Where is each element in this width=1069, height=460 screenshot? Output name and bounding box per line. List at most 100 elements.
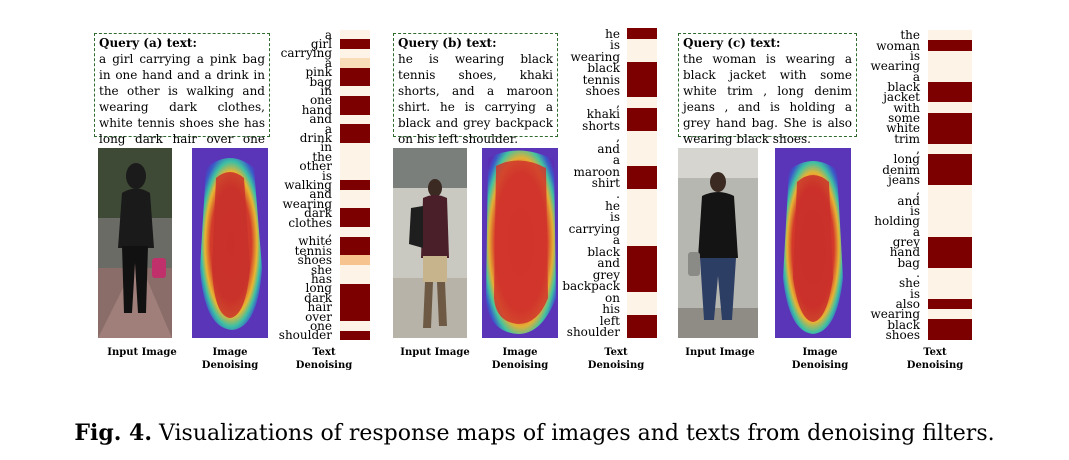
response-cell bbox=[340, 208, 370, 219]
response-cell bbox=[627, 154, 657, 167]
token-label: on bbox=[605, 290, 620, 305]
token-label: a bbox=[324, 55, 332, 70]
token-label: . bbox=[616, 187, 620, 202]
response-cell bbox=[928, 226, 972, 238]
response-cell bbox=[627, 131, 657, 144]
response-cell bbox=[340, 67, 370, 78]
query-title-a: Query (a) text: bbox=[99, 36, 197, 50]
response-cell bbox=[627, 292, 657, 305]
response-cell bbox=[928, 40, 972, 52]
token-label: is bbox=[610, 38, 620, 53]
response-cell bbox=[627, 303, 657, 316]
response-cell bbox=[340, 311, 370, 322]
token-label: and bbox=[897, 193, 920, 208]
token-label: dark bbox=[304, 206, 332, 221]
response-cell bbox=[340, 189, 370, 200]
token-label: , bbox=[916, 183, 920, 198]
response-cell bbox=[928, 309, 972, 320]
response-cell bbox=[627, 326, 657, 339]
token-label: shirt bbox=[591, 176, 620, 190]
token-label: wearing bbox=[870, 307, 920, 322]
token-label: one bbox=[309, 93, 332, 108]
token-label: khaki bbox=[586, 107, 620, 122]
token-label: pink bbox=[305, 65, 332, 80]
response-cell bbox=[340, 236, 370, 247]
token-label: and bbox=[597, 256, 620, 271]
response-cell bbox=[340, 170, 370, 181]
token-label: a bbox=[912, 69, 920, 84]
query-text-b: he is wearing black tennis shoes, khaki … bbox=[398, 52, 553, 146]
response-cell bbox=[340, 39, 370, 50]
response-cell bbox=[928, 174, 972, 186]
token-label: a bbox=[612, 153, 620, 168]
response-cell bbox=[340, 161, 370, 172]
label-image-denoising-a: Image Denoising bbox=[201, 347, 259, 371]
response-cell bbox=[928, 61, 972, 72]
response-cell bbox=[340, 217, 370, 228]
token-label: in bbox=[320, 84, 332, 99]
token-label: with bbox=[893, 100, 920, 115]
token-label: black bbox=[587, 244, 620, 259]
response-cell bbox=[928, 123, 972, 134]
token-label: maroon bbox=[573, 164, 620, 179]
token-label: long bbox=[893, 152, 920, 167]
figure-caption-text: Visualizations of response maps of image… bbox=[152, 421, 995, 446]
response-cell bbox=[340, 86, 370, 97]
token-label: she bbox=[311, 262, 332, 277]
response-cell bbox=[627, 28, 657, 40]
response-cell bbox=[627, 85, 657, 98]
response-cell bbox=[928, 154, 972, 165]
token-label: wearing bbox=[282, 196, 332, 211]
response-cell bbox=[928, 133, 972, 145]
token-label: other bbox=[299, 159, 332, 174]
response-cell bbox=[340, 30, 370, 40]
token-label: he bbox=[605, 198, 620, 213]
input-image-a bbox=[98, 148, 172, 338]
response-cell bbox=[340, 114, 370, 125]
image-denoising-b bbox=[482, 148, 558, 338]
token-label: shorts bbox=[582, 118, 620, 133]
response-cell bbox=[340, 180, 370, 191]
token-label: long bbox=[305, 281, 332, 296]
response-cell bbox=[340, 152, 370, 162]
response-cell bbox=[627, 73, 657, 86]
response-cell bbox=[928, 298, 972, 310]
response-cell bbox=[928, 329, 972, 341]
image-denoising-c bbox=[775, 148, 851, 338]
response-cell bbox=[928, 185, 972, 196]
token-label: . bbox=[916, 265, 920, 280]
figure-number: Fig. 4. bbox=[74, 420, 153, 446]
query-box-c: Query (c) text: the woman is wearing a b… bbox=[678, 33, 857, 146]
token-label: and bbox=[309, 112, 332, 127]
label-text-denoising-b: Text Denoising bbox=[587, 347, 645, 371]
token-label: is bbox=[610, 210, 620, 225]
token-label: , bbox=[328, 224, 332, 239]
response-cell bbox=[928, 216, 972, 227]
response-cell bbox=[340, 293, 370, 303]
input-image-b bbox=[393, 148, 467, 338]
token-label: is bbox=[910, 286, 920, 301]
token-label: a bbox=[912, 224, 920, 239]
token-label: black bbox=[587, 61, 620, 76]
query-box-b: Query (b) text: he is wearing black tenn… bbox=[393, 33, 558, 146]
token-label: she bbox=[899, 276, 920, 291]
response-cell bbox=[928, 50, 972, 62]
token-label: woman bbox=[876, 38, 920, 53]
response-cell bbox=[627, 200, 657, 213]
response-cell bbox=[928, 319, 972, 331]
query-text-a: a girl carrying a pink bag in one hand a… bbox=[99, 52, 265, 162]
token-label: carrying bbox=[280, 46, 332, 61]
response-cell bbox=[627, 142, 657, 155]
response-cell bbox=[928, 92, 972, 103]
query-title-c: Query (c) text: bbox=[683, 36, 781, 50]
response-cell bbox=[627, 165, 657, 178]
text-response-bar-c bbox=[928, 30, 972, 341]
token-label: trim bbox=[894, 131, 920, 146]
response-cell bbox=[627, 39, 657, 52]
response-cell bbox=[627, 211, 657, 224]
label-text-denoising-c: Text Denoising bbox=[906, 347, 964, 371]
token-label: the bbox=[312, 149, 332, 164]
token-label: hair bbox=[307, 300, 332, 315]
label-image-denoising-c: Image Denoising bbox=[791, 347, 849, 371]
token-label: , bbox=[616, 130, 620, 145]
